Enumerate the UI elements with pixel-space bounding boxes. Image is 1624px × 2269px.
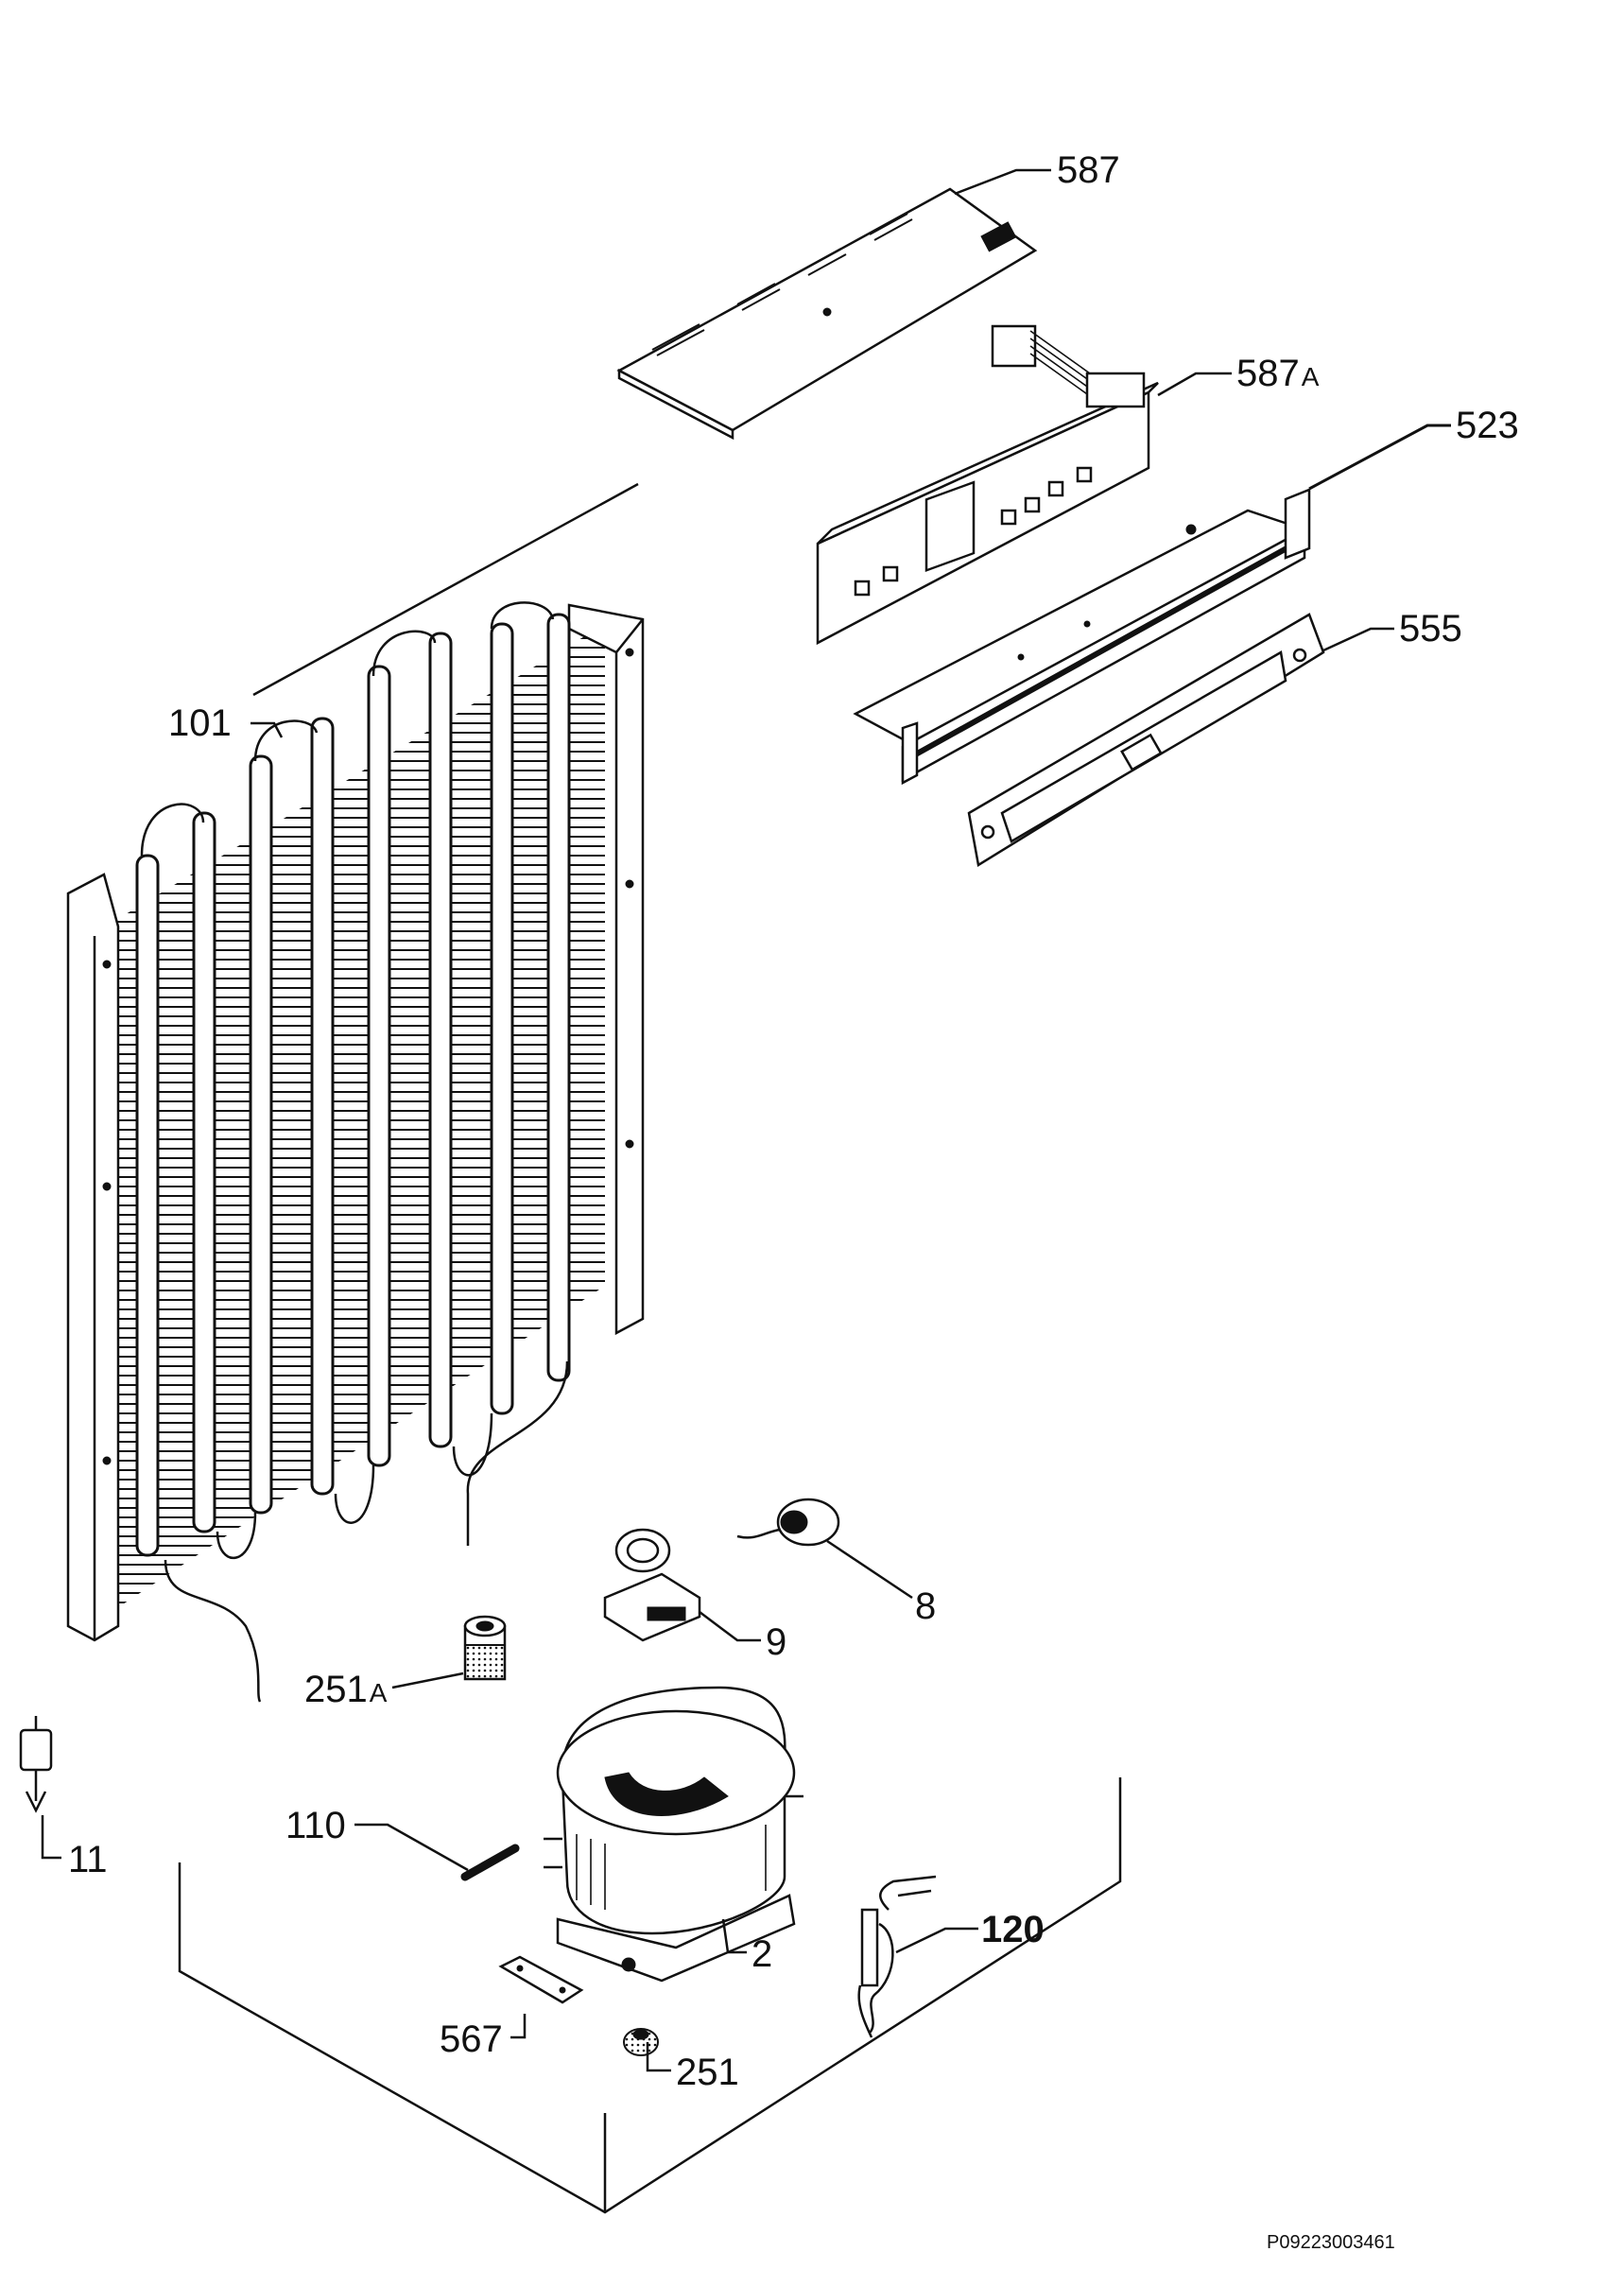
- leader-9: [699, 1611, 761, 1642]
- callout-587a: 587A: [1236, 353, 1320, 394]
- leader-2: [721, 1918, 747, 1954]
- condenser-tubes: [135, 613, 571, 1557]
- callout-2: 2: [752, 1933, 772, 1975]
- rubber-foot-251: [623, 2028, 659, 2056]
- rubber-grommet-251a: [463, 1615, 507, 1681]
- front-panel-555: [967, 613, 1325, 868]
- leader-101: [251, 721, 284, 738]
- callout-567: 567: [440, 2018, 503, 2060]
- callout-11: 11: [68, 1839, 108, 1880]
- leader-110: [354, 1823, 469, 1872]
- leader-587: [954, 168, 1051, 196]
- condenser-part: [66, 482, 645, 1703]
- callout-8: 8: [915, 1585, 936, 1627]
- leader-523: [1308, 424, 1451, 491]
- display-board-587a: [816, 324, 1159, 646]
- ribbon-cable: [991, 324, 1146, 408]
- control-board-587: [616, 187, 1038, 441]
- leader-587a: [1157, 372, 1232, 397]
- drawing-code: P09223003461: [1267, 2232, 1395, 2253]
- callout-9: 9: [766, 1621, 786, 1663]
- thermal-protector-8: [736, 1498, 840, 1547]
- condenser-pipe-ends: [164, 1360, 569, 1703]
- leader-8: [826, 1539, 913, 1600]
- leader-11: [41, 1815, 61, 1860]
- condenser-leader-top: [252, 482, 639, 697]
- service-valve-120: [857, 1875, 937, 2038]
- condenser-top-bends: [140, 601, 555, 857]
- callout-101: 101: [168, 702, 232, 744]
- leader-lines: [41, 168, 1451, 2072]
- leader-555: [1322, 627, 1394, 652]
- pin-110: [460, 1844, 520, 1881]
- callout-251a: 251A: [304, 1669, 388, 1710]
- callout-110: 110: [285, 1805, 346, 1846]
- leader-251a: [391, 1671, 464, 1689]
- leader-120: [895, 1927, 978, 1954]
- relay-9: [603, 1528, 701, 1642]
- callout-523: 523: [1456, 405, 1519, 446]
- condenser-bottom-bends: [216, 1412, 493, 1559]
- mounting-holes: [102, 648, 634, 1465]
- callout-555: 555: [1399, 608, 1462, 650]
- leader-567: [510, 2014, 527, 2039]
- base-plate-outline: [178, 1777, 1122, 2214]
- callout-587: 587: [1057, 149, 1120, 191]
- compressor-2: [544, 1686, 803, 1983]
- spacer-plate-567: [498, 1955, 584, 2004]
- callout-251: 251: [676, 2052, 739, 2093]
- filter-dryer-11: [19, 1716, 53, 1813]
- mounting-bracket-523: [853, 488, 1311, 786]
- leader-251: [646, 2042, 671, 2072]
- callout-120: 120: [981, 1909, 1045, 1950]
